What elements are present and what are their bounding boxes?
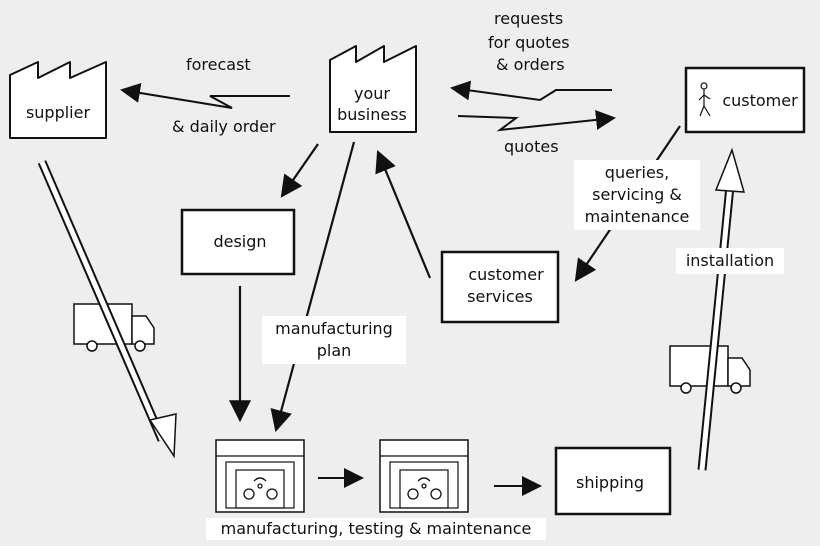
quotes-arrow [457, 109, 616, 132]
requests-label-line2: for quotes [488, 33, 570, 52]
truck-icon [669, 345, 751, 394]
requests-label-line3: & orders [496, 55, 565, 74]
manufacturing-plan-label-line2: plan [316, 341, 352, 360]
requests-arrow [450, 80, 612, 102]
supplier-node: supplier [9, 61, 107, 139]
customer-label: customer [722, 91, 798, 110]
your-business-node: your business [329, 45, 417, 133]
queries-label-line3: maintenance [584, 207, 690, 226]
your-business-label-line1: your [354, 84, 390, 103]
factory-icon [329, 45, 417, 133]
customer-services-label-line1: customer [468, 265, 544, 284]
shipping-label: shipping [576, 473, 644, 492]
queries-label: queries, servicing & maintenance [574, 160, 700, 230]
design-label: design [213, 232, 266, 251]
factory-icon [9, 61, 107, 139]
machine-1 [215, 439, 305, 513]
business-to-design-arrow [280, 143, 319, 198]
supplier-label: supplier [26, 103, 91, 122]
services-to-business-arrow [375, 149, 432, 279]
queries-label-line2: servicing & [592, 185, 682, 204]
requests-label-line1: requests [494, 9, 564, 28]
daily-order-label: & daily order [172, 117, 276, 136]
installation-arrow [697, 147, 746, 471]
machine-icon [243, 477, 278, 500]
customer-services-label-line2: services [467, 287, 533, 306]
manufacturing-plan-label: manufacturing plan [262, 316, 406, 364]
stick-figure-icon [698, 82, 711, 117]
design-node: design [180, 208, 296, 276]
machine-2 [379, 439, 469, 513]
supplier-delivery-arrow [37, 160, 177, 459]
queries-label-line1: queries, [604, 163, 670, 182]
shipping-node: shipping [554, 446, 672, 516]
installation-label: installation [676, 248, 784, 274]
quotes-label: quotes [504, 137, 559, 156]
footer-caption: manufacturing, testing & maintenance [206, 518, 546, 540]
your-business-label-line2: business [337, 105, 407, 124]
machine-icon [407, 477, 442, 500]
manufacturing-plan-label-line1: manufacturing [275, 319, 393, 338]
forecast-arrow [120, 83, 290, 109]
customer-services-node: customer services [440, 250, 560, 324]
customer-node: customer [684, 66, 806, 134]
business-to-manufacturing-arrow [270, 141, 356, 433]
forecast-label: forecast [186, 55, 251, 74]
